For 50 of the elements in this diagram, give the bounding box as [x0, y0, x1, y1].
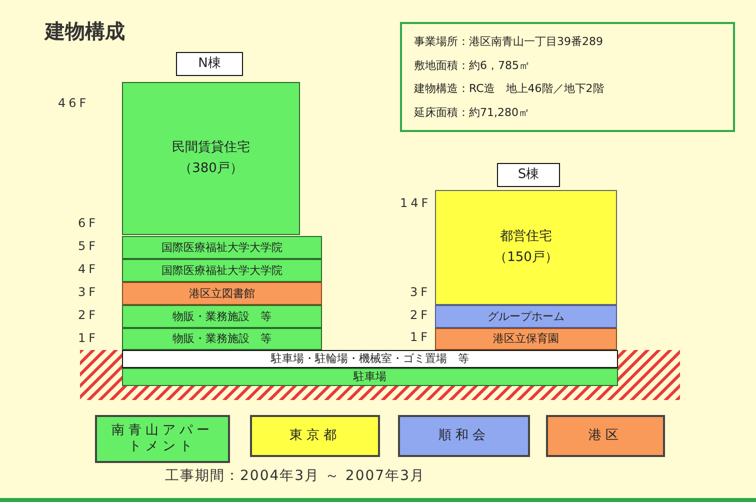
node-text: 港区立保育園	[493, 332, 559, 346]
node-text: 延床面積：約71,280㎡	[414, 106, 530, 119]
floor-label: 2F	[78, 308, 99, 322]
floor-band	[122, 259, 322, 282]
node-text: 物販・業務施設 等	[172, 332, 272, 346]
node-text: グループホーム	[488, 310, 564, 324]
diagram-title: 建物構成	[45, 18, 125, 45]
legend-text: 順和会	[438, 428, 490, 444]
floor-label: 14F	[400, 196, 432, 210]
floor-band	[122, 328, 322, 350]
node-text: （150戸）	[494, 248, 558, 266]
building-tag	[176, 52, 243, 76]
node-text: S棟	[518, 167, 540, 183]
node-text: （380戸）	[179, 160, 243, 178]
floor-label: 4F	[78, 262, 99, 276]
node-text: 民間賃貸住宅	[172, 138, 250, 157]
node-text: 建物構造：RC造 地上46階／地下2階	[414, 82, 604, 96]
node-text: 事業場所：港区南青山一丁目39番289	[414, 35, 603, 48]
basement-band	[122, 368, 618, 386]
node-text: 駐車場・駐輪場・機械室・ゴミ置場 等	[271, 352, 469, 366]
residential-block	[435, 190, 617, 305]
floor-label: 1F	[78, 331, 99, 345]
node-text: N棟	[198, 56, 221, 72]
residential-block	[122, 82, 300, 235]
legend-text: 東京都	[288, 428, 342, 444]
floor-band	[122, 305, 322, 328]
node-text: 港区立図書館	[189, 286, 255, 300]
floor-band	[122, 236, 322, 259]
floor-label: 5F	[78, 239, 99, 253]
node-text: 国際医療福祉大学大学院	[162, 264, 282, 278]
floor-band	[122, 282, 322, 305]
basement-band	[122, 350, 618, 368]
info-box	[400, 22, 735, 132]
floor-label: 3F	[78, 285, 99, 299]
node-text: 敷地面積：約6，785㎡	[414, 58, 530, 72]
floor-band	[435, 305, 617, 328]
node-text: 国際医療福祉大学大学院	[162, 240, 282, 254]
node-text: 都営住宅	[500, 228, 552, 246]
floor-band	[435, 328, 617, 350]
legend-text: 南青山アパートメント	[110, 423, 214, 455]
floor-label: 46F	[58, 96, 90, 110]
floor-label: 6F	[78, 216, 99, 230]
floor-label: 3F	[410, 285, 431, 299]
node-text: 駐車場	[354, 370, 386, 384]
node-text: 物販・業務施設 等	[172, 310, 272, 324]
construction-period: 工事期間：2004年3月 ～ 2007年3月	[165, 467, 425, 485]
floor-label: 1F	[410, 330, 431, 344]
floor-label: 2F	[410, 308, 431, 322]
legend-text: 港区	[588, 428, 624, 444]
building-tag	[497, 163, 560, 187]
